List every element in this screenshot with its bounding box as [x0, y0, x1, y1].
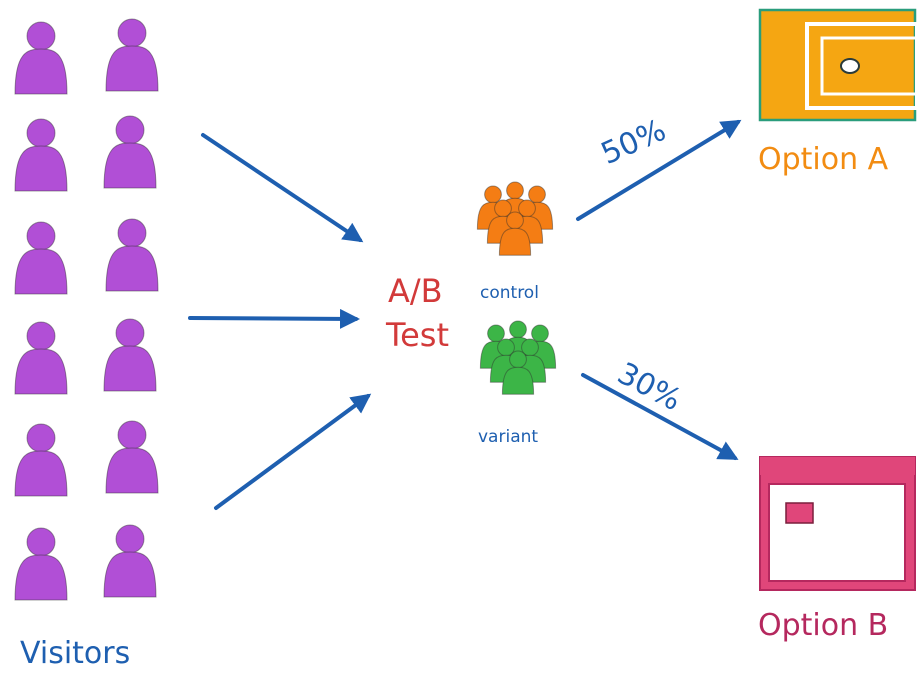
visitor-person-icon — [103, 318, 157, 392]
arrow-to-option-b — [581, 373, 739, 460]
group-person-icon — [501, 350, 535, 395]
group-person-icon — [498, 211, 532, 256]
option-b-window-icon — [759, 456, 916, 591]
control-label: control — [480, 283, 539, 303]
arrow-visitors-top — [201, 133, 364, 243]
visitor-person-icon — [14, 321, 68, 395]
control-group-icon — [476, 181, 554, 256]
arrow-to-option-a — [576, 119, 742, 221]
visitors-label: Visitors — [20, 636, 131, 671]
visitor-person-icon — [103, 115, 157, 189]
visitor-person-icon — [103, 524, 157, 598]
variant-group-icon — [479, 320, 557, 395]
option-a-label: Option A — [758, 142, 889, 177]
ab-test-subtitle: Test — [386, 316, 450, 354]
arrow-visitors-bottom — [214, 393, 372, 510]
variant-label: variant — [478, 427, 539, 447]
visitor-person-icon — [14, 221, 68, 295]
visitor-person-icon — [105, 420, 159, 494]
visitor-person-icon — [105, 18, 159, 92]
visitor-person-icon — [14, 21, 68, 95]
arrow-visitors-middle — [188, 308, 360, 329]
visitor-person-icon — [14, 118, 68, 192]
visitor-person-icon — [105, 218, 159, 292]
option-a-window-icon — [758, 8, 919, 122]
visitor-person-icon — [14, 423, 68, 497]
visitors-group — [14, 18, 159, 601]
ab-test-title: A/B — [388, 272, 443, 310]
visitor-person-icon — [14, 527, 68, 601]
option-b-label: Option B — [758, 608, 889, 643]
